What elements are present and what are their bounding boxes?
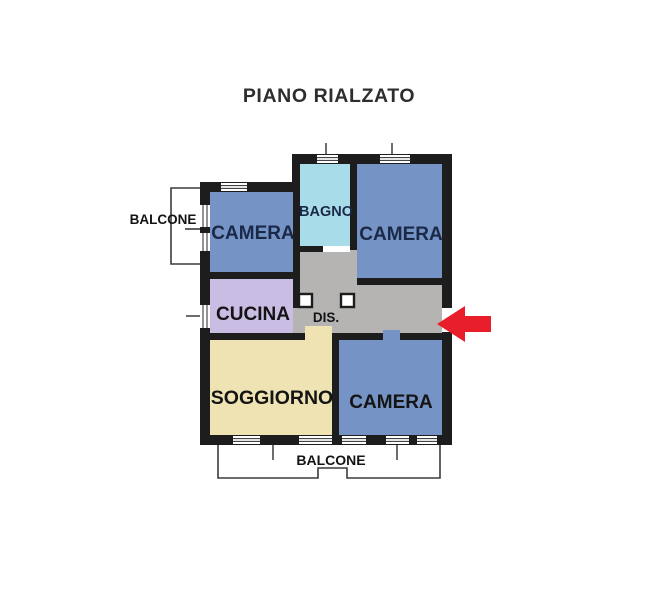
door-jambs (297, 292, 356, 309)
wall-corridor-bottom-2 (332, 333, 383, 340)
balcone-bottom-outline (217, 445, 441, 479)
room-camera-bottom-right (339, 340, 442, 435)
room-disimpegno-column (300, 252, 350, 333)
wall-bagno-bottom (299, 246, 323, 252)
label-soggiorno: SOGGIORNO (211, 387, 333, 409)
label-camera-bottom-right: CAMERA (349, 392, 433, 413)
label-bagno: BAGNO (299, 204, 353, 220)
page-title: PIANO RIALZATO (243, 85, 415, 107)
window-camera-br-right (417, 436, 437, 444)
room-fills (210, 164, 442, 435)
label-balcone-bottom: BALCONE (296, 452, 365, 468)
window-camera-br-left (342, 436, 366, 444)
door-jamb-left (297, 292, 314, 309)
room-soggiorno (210, 340, 332, 435)
door-cucina (293, 308, 300, 333)
wall-camera-tr-bottom (357, 278, 442, 285)
window-top-left (221, 183, 247, 191)
window-soggiorno-left (233, 436, 260, 444)
wall-top-right (292, 154, 452, 164)
label-cucina: CUCINA (216, 304, 290, 325)
wall-corridor-bottom-1 (200, 333, 305, 340)
wall-corridor-bottom-3 (400, 333, 442, 340)
room-disimpegno-corridor (350, 285, 442, 333)
label-camera-top-left: CAMERA (211, 223, 295, 244)
room-cucina (210, 279, 293, 333)
entrance-arrow-icon (437, 306, 491, 342)
wall-cucina-right (293, 279, 300, 308)
wall-soggiorno-camera-divider (332, 340, 339, 435)
door-camera-top-right (350, 250, 357, 285)
wall-camera-tl-bottom (200, 272, 300, 279)
window-balcone-door-upper (200, 205, 210, 227)
label-disimpegno: DIS. (313, 310, 339, 325)
door-camera-bottom-right (383, 330, 400, 340)
room-camera-top-right (357, 164, 442, 278)
window-cucina (200, 305, 210, 328)
label-balcone-top-left: BALCONE (130, 212, 197, 227)
label-camera-top-right: CAMERA (359, 224, 443, 245)
room-camera-top-left (210, 192, 293, 272)
wall-bagno-left (293, 164, 300, 278)
window-soggiorno-right (299, 436, 332, 444)
door-soggiorno (305, 326, 332, 340)
windows (186, 143, 437, 444)
window-balcone-door-lower (200, 233, 210, 251)
door-jamb-right (339, 292, 356, 309)
wall-right (442, 154, 452, 445)
room-bagno (300, 164, 350, 246)
window-camera-top-right (380, 155, 410, 163)
window-camera-br-mid (386, 436, 409, 444)
wall-bagno-right (350, 164, 357, 250)
wall-top-left (200, 182, 299, 192)
window-bagno (317, 155, 338, 163)
room-labels: CAMERA BAGNO CAMERA CUCINA DIS. SOGGIORN… (130, 204, 443, 468)
